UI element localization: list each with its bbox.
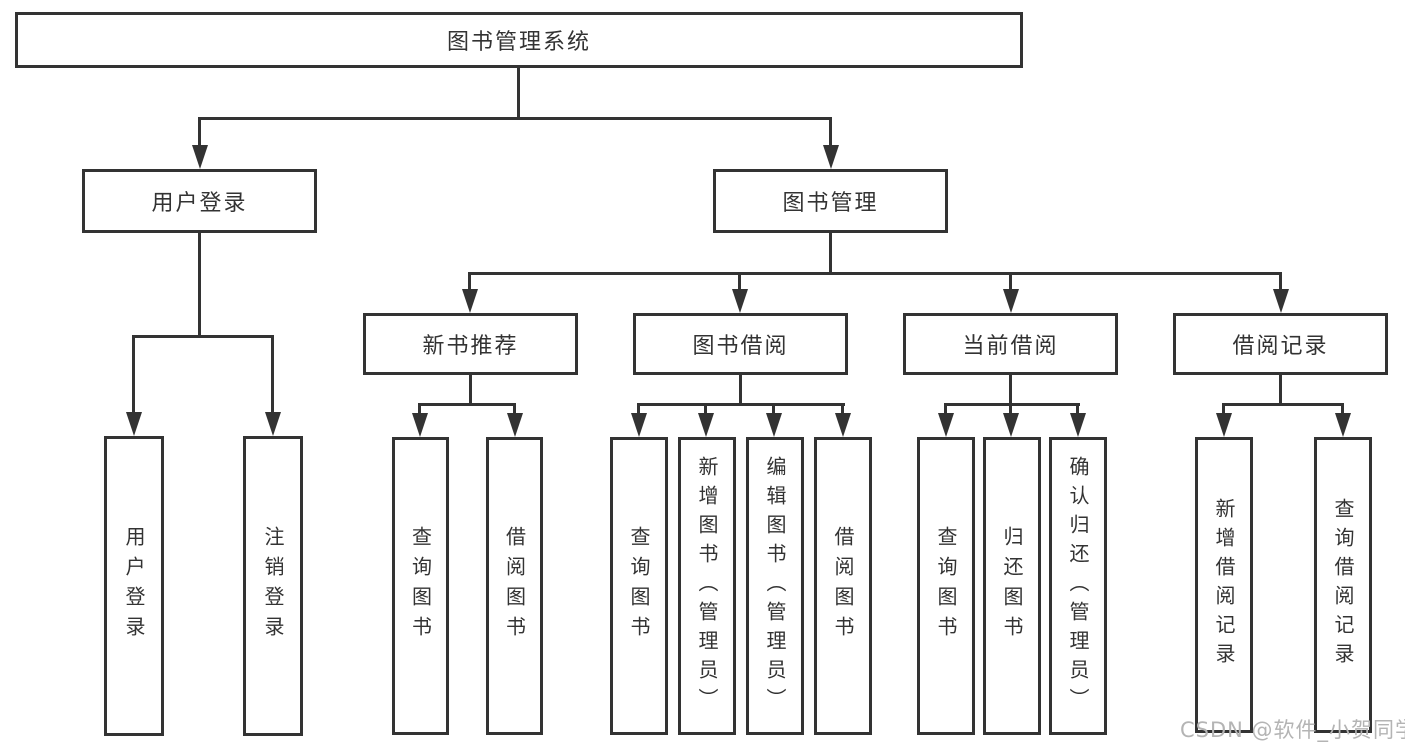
leaf-label: 用户登录 <box>122 526 146 646</box>
csdn-watermark: CSDN @软件_小贺同学 <box>1180 718 1405 742</box>
arrow-down-icon <box>1216 413 1232 437</box>
leaf-query-books: 查询图书 <box>917 437 975 735</box>
arrow-down-icon <box>835 413 851 437</box>
connector-drop-leaf <box>1222 403 1225 417</box>
connector-trunk <box>469 375 472 406</box>
connector-drop-leaf <box>841 403 844 417</box>
node-user-login: 用户登录 <box>82 169 317 233</box>
connector-user-login-bar <box>132 335 274 338</box>
connector-bar <box>418 403 516 406</box>
leaf-label: 编辑图书（管理员） <box>763 455 787 717</box>
arrow-down-icon <box>1003 413 1019 437</box>
arrow-down-icon <box>192 145 208 169</box>
leaf-label: 确认归还（管理员） <box>1066 455 1090 717</box>
connector-drop-leaf <box>513 403 516 417</box>
arrow-down-icon <box>462 289 478 313</box>
connector-drop-leaf <box>772 403 775 417</box>
connector-level2-bar <box>198 117 832 120</box>
leaf-query-borrow-record: 查询借阅记录 <box>1314 437 1372 733</box>
leaf-query-books: 查询图书 <box>610 437 668 735</box>
leaf-label: 借阅图书 <box>502 526 527 646</box>
connector-root-trunk <box>517 66 520 120</box>
leaf-user-login: 用户登录 <box>104 436 164 736</box>
leaf-borrow-books: 借阅图书 <box>814 437 872 735</box>
arrow-down-icon <box>698 413 714 437</box>
node-root-library-system: 图书管理系统 <box>15 12 1023 68</box>
connector-book-management-trunk <box>829 233 832 275</box>
node-current-borrow: 当前借阅 <box>903 313 1118 375</box>
node-borrow-record: 借阅记录 <box>1173 313 1388 375</box>
connector-drop-leaf <box>637 403 640 417</box>
leaf-edit-book-admin: 编辑图书（管理员） <box>746 437 804 735</box>
leaf-label: 新增借阅记录 <box>1212 498 1236 672</box>
arrow-down-icon <box>938 413 954 437</box>
node-book-borrow: 图书借阅 <box>633 313 848 375</box>
leaf-logout: 注销登录 <box>243 436 303 736</box>
connector-drop-leaf <box>1341 403 1344 417</box>
node-new-book-recommend: 新书推荐 <box>363 313 578 375</box>
leaf-borrow-books: 借阅图书 <box>486 437 543 735</box>
arrow-down-icon <box>1003 289 1019 313</box>
connector-drop-new-book <box>468 272 471 294</box>
node-book-management: 图书管理 <box>713 169 948 233</box>
leaf-label: 查询图书 <box>408 526 433 646</box>
leaf-label: 新增图书（管理员） <box>695 455 719 717</box>
connector-drop-book-borrow <box>738 272 741 294</box>
arrow-down-icon <box>126 412 142 436</box>
connector-user-login-trunk <box>198 233 201 338</box>
connector-drop-borrow-record <box>1279 272 1282 294</box>
arrow-down-icon <box>732 289 748 313</box>
connector-bar <box>944 403 1080 406</box>
leaf-confirm-return-admin: 确认归还（管理员） <box>1049 437 1107 735</box>
arrow-down-icon <box>823 145 839 169</box>
connector-trunk <box>1279 375 1282 406</box>
leaf-label: 归还图书 <box>1000 526 1024 646</box>
arrow-down-icon <box>1273 289 1289 313</box>
arrow-down-icon <box>766 413 782 437</box>
connector-drop-book-management <box>829 117 832 150</box>
arrow-down-icon <box>265 412 281 436</box>
connector-drop-leaf <box>1009 403 1012 417</box>
connector-bar <box>1222 403 1344 406</box>
leaf-label: 查询图书 <box>934 526 958 646</box>
arrow-down-icon <box>1070 413 1086 437</box>
connector-bar <box>637 403 845 406</box>
connector-drop-leaf <box>944 403 947 417</box>
leaf-label: 查询图书 <box>627 526 651 646</box>
leaf-label: 查询借阅记录 <box>1331 498 1355 672</box>
arrow-down-icon <box>507 413 523 437</box>
leaf-label: 借阅图书 <box>831 526 855 646</box>
connector-drop-leaf <box>418 403 421 417</box>
leaf-add-borrow-record: 新增借阅记录 <box>1195 437 1253 733</box>
connector-level3-bar <box>468 272 1282 275</box>
connector-drop-leaf <box>271 335 274 415</box>
connector-drop-leaf <box>132 335 135 415</box>
arrow-down-icon <box>412 413 428 437</box>
leaf-query-books: 查询图书 <box>392 437 449 735</box>
connector-drop-user-login <box>198 117 201 150</box>
leaf-return-books: 归还图书 <box>983 437 1041 735</box>
arrow-down-icon <box>1335 413 1351 437</box>
connector-trunk <box>1009 375 1012 406</box>
arrow-down-icon <box>631 413 647 437</box>
connector-drop-leaf <box>1076 403 1079 417</box>
connector-trunk <box>739 375 742 406</box>
connector-drop-current-borrow <box>1009 272 1012 294</box>
connector-drop-leaf <box>704 403 707 417</box>
leaf-label: 注销登录 <box>261 526 285 646</box>
leaf-add-book-admin: 新增图书（管理员） <box>678 437 736 735</box>
